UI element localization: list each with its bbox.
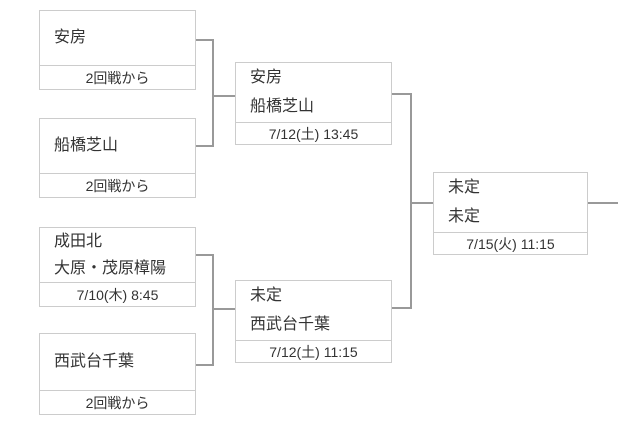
connector-r1-top-vertical [212,39,214,147]
match-box-r2-2: 未定 西武台千葉 7/12(土) 11:15 [235,280,392,363]
connector-r1-bottom-vertical [212,254,214,366]
match-box-r1-3: 成田北 大原・茂原樟陽 7/10(木) 8:45 [39,227,196,307]
team-name: 安房 [250,68,283,86]
connector-r2-upper-stub [392,93,412,95]
team-name: 未定 [448,178,481,196]
match-note: 2回戦から [40,390,195,414]
match-note: 2回戦から [40,65,195,89]
connector-r1-bottom-lower-stub [196,364,214,366]
connector-r1-top-lower-stub [196,145,214,147]
team-name: 船橋芝山 [54,137,119,154]
connector-r2-out [410,202,433,204]
team-name: 成田北 [54,232,103,250]
match-box-r1-1: 安房 2回戦から [39,10,196,90]
connector-winner-line [588,202,618,204]
match-box-final: 未定 未定 7/15(火) 11:15 [433,172,588,255]
team-name: 未定 [250,286,283,304]
match-datetime: 7/10(木) 8:45 [40,282,195,306]
match-note: 2回戦から [40,173,195,197]
match-datetime: 7/12(土) 11:15 [236,340,391,362]
connector-r1-bottom-out [212,308,235,310]
team-name: 安房 [54,29,87,46]
connector-r1-bottom-upper-stub [196,254,214,256]
team-name: 未定 [448,208,481,226]
team-name: 西武台千葉 [54,353,135,370]
connector-r2-lower-stub [392,307,412,309]
match-box-r1-4: 西武台千葉 2回戦から [39,333,196,415]
connector-r1-top-out [212,95,235,97]
match-datetime: 7/15(火) 11:15 [434,232,587,254]
match-box-r1-2: 船橋芝山 2回戦から [39,118,196,198]
match-datetime: 7/12(土) 13:45 [236,122,391,144]
team-name: 西武台千葉 [250,316,331,334]
match-box-r2-1: 安房 船橋芝山 7/12(土) 13:45 [235,62,392,145]
team-name: 船橋芝山 [250,98,315,116]
connector-r1-top-upper-stub [196,39,214,41]
connector-r2-vertical [410,93,412,309]
team-name: 大原・茂原樟陽 [54,259,167,277]
